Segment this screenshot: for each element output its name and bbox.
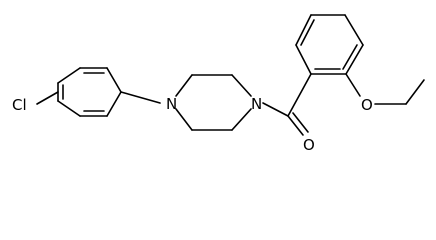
bond (175, 74, 193, 97)
bond (57, 100, 81, 117)
piperazine-ring: N N (166, 74, 262, 131)
bond (345, 44, 364, 75)
bond (344, 14, 364, 46)
nitrogen-left-label: N (166, 95, 177, 113)
double-bond-inner (342, 44, 358, 70)
chlorine-label: Cl (12, 96, 27, 114)
nitrogen-right-label: N (251, 95, 262, 113)
bond-aryl-n (120, 91, 161, 104)
bond (175, 108, 193, 131)
bond-c-o (345, 73, 361, 97)
bond (295, 44, 312, 75)
bond (106, 67, 122, 93)
bond (231, 108, 252, 131)
molecule-drawing: Cl N N O O (12, 14, 425, 150)
ether-oxygen-label: O (361, 96, 373, 114)
bond-n-carbonyl (262, 102, 289, 117)
carbonyl-double-bond (292, 112, 309, 133)
chlorophenyl-ring (57, 67, 122, 117)
bond (295, 14, 312, 46)
bond-carbonyl-aryl (287, 73, 312, 117)
bond (106, 91, 122, 117)
bond (57, 67, 81, 84)
bond-c-cl (36, 91, 59, 105)
double-bond-inner (300, 19, 315, 46)
structure-diagram: Cl N N O O (12, 14, 425, 150)
carbonyl-double-bond (287, 115, 304, 136)
bond (231, 74, 252, 97)
carbonyl-oxygen-label: O (303, 136, 315, 150)
ethoxyphenyl-ring (295, 14, 364, 75)
bond-ch2-ch3 (405, 79, 425, 105)
